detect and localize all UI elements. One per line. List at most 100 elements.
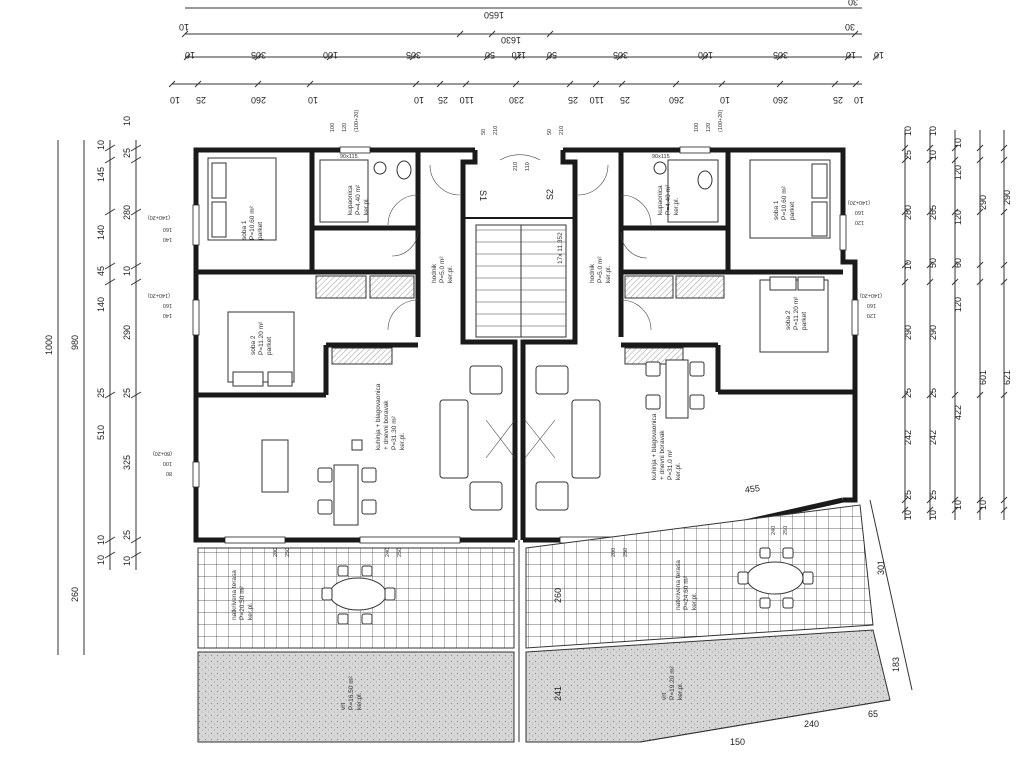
dim-label: 65	[868, 709, 878, 719]
dim-label: 25	[620, 95, 630, 105]
dim-label: 10	[96, 555, 106, 565]
dim-label: 260	[773, 95, 788, 105]
dim-label: 10	[308, 95, 318, 105]
room-label-line: kuhinja + blagovaonica	[651, 413, 658, 480]
wc-label: 90x115	[652, 154, 670, 160]
wc-label: 90x115	[340, 154, 358, 160]
dim-label: 305	[251, 50, 266, 60]
dim-label: 50	[928, 258, 938, 268]
staircase: 17x 11.352 S1 S2	[475, 189, 567, 338]
stair-label: 17x 11.352	[557, 232, 564, 264]
dim-label: 601	[978, 370, 988, 385]
dim-label: 25	[903, 490, 913, 500]
dim-label: 10	[854, 95, 864, 105]
labels: 100 120 (100+20) 100 120 (100+20) 50 210…	[148, 110, 882, 747]
dim-label: 10	[122, 556, 132, 566]
dim-label: 260	[251, 95, 266, 105]
dim-label: 10	[903, 260, 913, 270]
dim-label: (140+20)	[848, 199, 870, 205]
terraces	[197, 504, 874, 649]
room-label-line: ker.pl.	[247, 602, 254, 620]
dim-label: 120	[953, 165, 963, 180]
room-label-line: + dnevni boravak	[659, 430, 666, 480]
room-label-line: natkrivena terasa	[231, 570, 238, 620]
dim-label: 241	[553, 686, 563, 701]
dim-label: 10	[928, 510, 938, 520]
dim-label: 10	[874, 50, 884, 60]
dim-label: 305	[773, 50, 788, 60]
dim-label: 110	[512, 50, 526, 60]
doors	[387, 154, 652, 331]
room-label-line: kupaonica	[657, 185, 664, 215]
right-dimensions: 1025280102902524225101010265502902524225…	[869, 126, 1012, 691]
dim-label: 510	[96, 425, 106, 440]
dim-label: 250	[285, 548, 291, 557]
dim-label: 280	[903, 205, 913, 220]
dim-label: 120	[342, 123, 348, 132]
dim-label: 140	[163, 312, 172, 318]
room-label-line: P=11.20 m²	[258, 321, 265, 355]
dim-label: 10	[953, 138, 963, 148]
dim-label: (80+20)	[153, 450, 172, 456]
dim-label: 60	[953, 258, 963, 268]
dim-label: 140	[96, 225, 106, 240]
room-label-line: ker.pl.	[605, 265, 612, 283]
bathroom-fixtures	[319, 159, 719, 223]
room-label-line: parket	[266, 337, 273, 355]
dim-label: 25	[928, 490, 938, 500]
dim-label: 120	[706, 123, 712, 132]
dim-label: 25	[122, 148, 132, 158]
dim-label: 25	[928, 388, 938, 398]
dim-label: (100+20)	[354, 110, 360, 132]
dim-label: 120	[953, 210, 963, 225]
room-label-line: ker.pl.	[447, 265, 454, 283]
room-label-line: P=10.60 m²	[249, 205, 256, 240]
dim-label: 455	[744, 483, 760, 495]
dim-label: 301	[876, 560, 886, 575]
dim-label: 265	[928, 205, 938, 220]
dim-label: 250	[623, 548, 629, 557]
room-label-line: P=4.40 m²	[355, 184, 362, 215]
room-label-line: P=31.30 m²	[391, 415, 398, 450]
dim-label: 100	[330, 123, 336, 132]
dim-label: 242	[903, 430, 913, 445]
living-furniture	[261, 359, 705, 526]
dim-label: 183	[891, 657, 901, 672]
dim-label: 120	[855, 219, 864, 225]
dim-label: 260	[669, 95, 684, 105]
dim-label: 100	[698, 50, 713, 60]
dim-label: 10	[903, 510, 913, 520]
dim-label: 10	[720, 95, 730, 105]
dim-label: 25	[903, 150, 913, 160]
stair-s1: S1	[478, 190, 488, 201]
dim-label: 242	[928, 430, 938, 445]
dim-label: 30	[845, 22, 855, 32]
dim-row-2: 1630 30 10	[179, 22, 855, 45]
dim-label: 10	[170, 95, 180, 105]
building-walls	[193, 147, 858, 543]
room-label-line: vrt	[340, 703, 347, 710]
room-label-line: P=20.50 m²	[239, 585, 246, 620]
dim-label: 25	[903, 388, 913, 398]
room-label-line: kupaonica	[347, 185, 354, 215]
dim-label: 240	[385, 548, 391, 557]
room-label-line: hodnik	[589, 263, 596, 283]
room-label-line: + dnevni boravak	[383, 400, 390, 450]
dim-label: 325	[122, 455, 132, 470]
gardens	[197, 540, 891, 743]
dim-label: 210	[493, 126, 499, 135]
room-label-line: P=4.40 m²	[665, 184, 672, 215]
dim-label: 110	[590, 95, 604, 105]
room-label-line: P=19.20 m²	[669, 665, 676, 700]
dim-label: 45	[96, 266, 106, 276]
dim-label: 240	[771, 526, 777, 535]
dim-label: 1630	[501, 35, 521, 45]
